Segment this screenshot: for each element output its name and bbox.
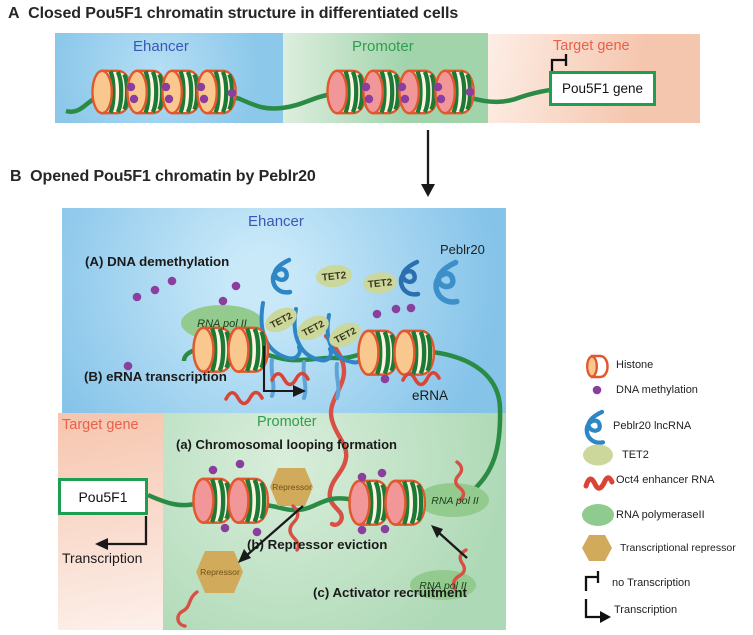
arrowhead-icon bbox=[238, 549, 251, 563]
step-activator-recruitment: (c) Activator recruitment bbox=[313, 585, 467, 600]
repressor-label: Repressor bbox=[200, 567, 240, 577]
transcription-label: Transcription bbox=[62, 550, 143, 566]
panel-b-target-gene-label: Target gene bbox=[62, 417, 139, 433]
panel-a-target-gene-label: Target gene bbox=[553, 38, 630, 54]
rna-pol-ii-label: RNA pol II bbox=[197, 318, 247, 330]
oct4-enhancer-rna-icon bbox=[323, 333, 349, 527]
histone-icon bbox=[399, 71, 437, 113]
panel-b-title: B Opened Pou5F1 chromatin by Peblr20 bbox=[10, 168, 316, 185]
tet2-icon bbox=[265, 307, 297, 333]
arrowhead-icon bbox=[95, 538, 108, 550]
transcriptional-repressor-icon bbox=[270, 468, 313, 506]
peblr20-label: Peblr20 bbox=[440, 242, 485, 257]
dna-methylation-icon bbox=[592, 385, 602, 395]
arrow-a-to-b bbox=[421, 130, 435, 197]
peblr20-lncrna-icon bbox=[436, 262, 457, 302]
erna-transcription-arrow bbox=[262, 346, 306, 397]
rna-pol-ii-label: RNA pol II bbox=[431, 495, 479, 507]
histone-icon bbox=[363, 71, 401, 113]
pou5f1-gene-box: Pou5F1 gene bbox=[549, 71, 656, 106]
histone-icon bbox=[228, 479, 267, 523]
tet2-icon bbox=[583, 444, 613, 466]
arrowhead-icon bbox=[431, 525, 443, 538]
panel-b-enhancer-label: Ehancer bbox=[248, 213, 304, 230]
pou5f1-box: Pou5F1 bbox=[58, 478, 148, 515]
no-transcription-icon bbox=[550, 54, 568, 71]
pou5f1-transcription-arrow bbox=[95, 516, 148, 550]
histone-icon bbox=[358, 331, 397, 375]
legend-label-transcriptional-repressor: Transcriptional repressor bbox=[620, 542, 736, 554]
legend-label-histone: Histone bbox=[616, 359, 654, 371]
repressor-evicted: Repressor bbox=[196, 551, 243, 593]
peblr20-lncrna-icon bbox=[273, 260, 290, 292]
dna-methylation-dots-b-enhancer bbox=[123, 276, 416, 384]
tet2-icon bbox=[316, 264, 352, 288]
nucleosomes-promoter-a bbox=[327, 71, 473, 113]
histone-icon bbox=[385, 481, 424, 525]
arrowhead-icon bbox=[293, 385, 306, 397]
repressor-eviction-arrow bbox=[238, 505, 304, 563]
legend-label-tet2: TET2 bbox=[622, 449, 649, 461]
legend-label-dna-methylation: DNA methylation bbox=[616, 384, 698, 396]
arrowhead-icon bbox=[600, 611, 611, 623]
activator-recruitment-arrow bbox=[431, 525, 468, 559]
rna-polymerase2-icon bbox=[582, 504, 614, 526]
histone-icon bbox=[127, 71, 165, 113]
histone-icon bbox=[327, 71, 365, 113]
erna-label: eRNA bbox=[412, 388, 449, 403]
panel-a-chromatin bbox=[65, 54, 568, 113]
tet2-label: TET2 bbox=[367, 277, 393, 291]
transcriptional-repressor-icon bbox=[196, 551, 243, 593]
nucleosomes-enhancer-a bbox=[92, 71, 235, 113]
step-repressor-eviction: (b) Repressor eviction bbox=[247, 537, 388, 552]
histone-icon bbox=[228, 328, 267, 372]
rna-pol-ii-label: RNA pol II bbox=[419, 580, 467, 592]
rna-polymerase2-icon bbox=[417, 483, 489, 517]
dna-methylation-dots-a bbox=[126, 82, 475, 104]
histone-icon bbox=[193, 479, 232, 523]
transcriptional-repressor-icon bbox=[582, 535, 612, 561]
histone-icon bbox=[193, 328, 232, 372]
legend-label-no-transcription: no Transcription bbox=[612, 577, 691, 589]
panel-b-promoter-label: Promoter bbox=[257, 414, 317, 430]
erna-squiggles-promoter bbox=[176, 460, 468, 628]
erna-squiggles bbox=[224, 370, 441, 406]
panel-b-enhancer-scene: TET2 TET2 TET2 TET2 TET2 bbox=[123, 260, 503, 527]
legend-label-oct4-enhancer-rna: Oct4 enhancer RNA bbox=[616, 474, 715, 486]
panel-a-title: A Closed Pou5F1 chromatin structure in d… bbox=[8, 5, 459, 22]
dna-methylation-dots-b-promoter bbox=[208, 459, 390, 537]
no-transcription-icon bbox=[584, 571, 600, 591]
legend-label-transcription: Transcription bbox=[614, 604, 678, 616]
peblr20-lncrna-icon bbox=[587, 412, 603, 443]
panel-a-enhancer-label: Ehancer bbox=[133, 38, 189, 55]
panel-a-letter: A bbox=[8, 5, 20, 22]
tet2-icon bbox=[329, 322, 361, 348]
transcription-icon bbox=[584, 599, 611, 623]
panel-b-letter: B bbox=[10, 168, 22, 185]
step-erna-transcription: (B) eRNA transcription bbox=[84, 369, 227, 384]
step-dna-demethylation: (A) DNA demethylation bbox=[85, 254, 230, 269]
tet2-label: TET2 bbox=[321, 270, 347, 284]
histone-icon bbox=[162, 71, 200, 113]
tet2-on-strands: TET2 TET2 TET2 bbox=[265, 307, 361, 348]
step-chromosomal-looping: (a) Chromosomal looping formation bbox=[176, 437, 397, 452]
legend-label-peblr20-lncrna: Peblr20 lncRNA bbox=[613, 420, 692, 432]
repressor-on-chromatin: Repressor bbox=[270, 468, 313, 506]
histone-icon bbox=[586, 354, 609, 379]
tet2-icon bbox=[363, 272, 397, 294]
legend-icons bbox=[582, 354, 615, 623]
arrowhead-icon bbox=[421, 184, 435, 197]
tet2-icon bbox=[297, 315, 329, 341]
panel-b-promoter-scene: Repressor Repressor bbox=[147, 459, 489, 628]
repressor-label: Repressor bbox=[272, 482, 312, 492]
panel-a-promoter-label: Promoter bbox=[352, 38, 414, 55]
histone-icon bbox=[92, 71, 130, 113]
peblr20-lncrna-icon bbox=[401, 262, 418, 294]
histone-icon bbox=[349, 481, 388, 525]
histone-icon bbox=[394, 331, 433, 375]
oct4-enhancer-rna-icon bbox=[583, 475, 615, 491]
legend-label-rna-polymerase2: RNA polymeraseII bbox=[616, 509, 705, 521]
